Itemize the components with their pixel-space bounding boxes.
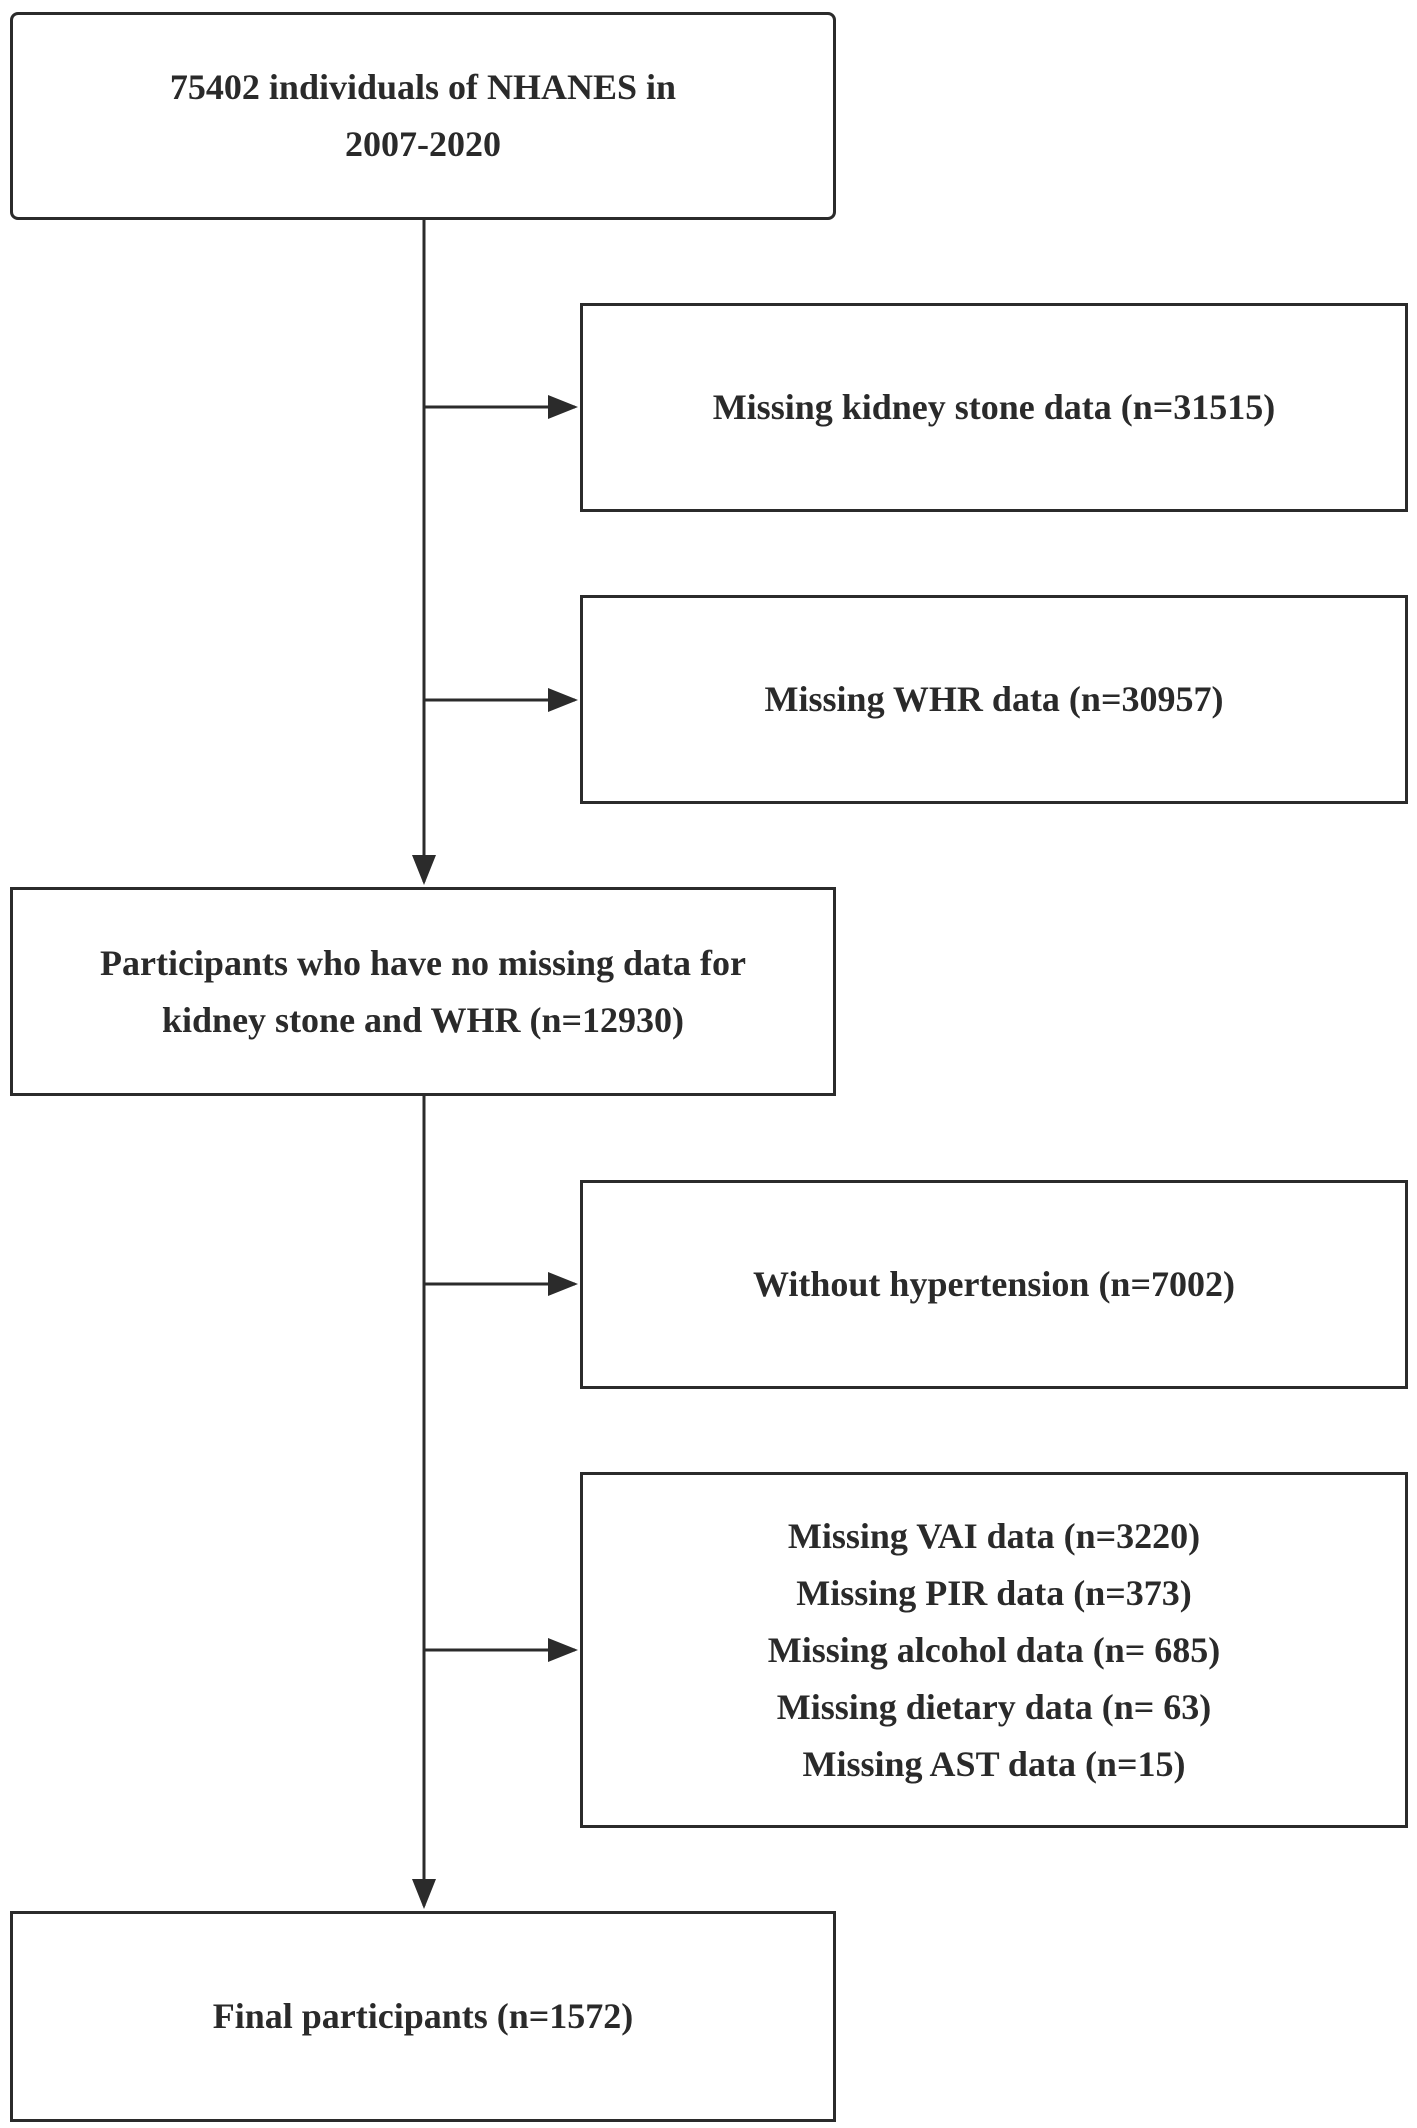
exclusion-ast-text: Missing AST data (n=15) [802, 1743, 1186, 1784]
start-population-box: 75402 individuals of NHANES in 2007-2020 [10, 12, 836, 220]
start-population-line-1: 75402 individuals of NHANES in [169, 67, 677, 107]
exclusion-hypertension-box: Without hypertension (n=7002) [580, 1180, 1408, 1389]
exclusion-kidney-stone-box: Missing kidney stone data (n=31515) [580, 303, 1408, 512]
exclusion-hypertension-text: Without hypertension (n=7002) [753, 1264, 1235, 1304]
intermediate-participants-box: Participants who have no missing data fo… [10, 887, 836, 1096]
exclusion-vai-text: Missing VAI data (n=3220) [787, 1515, 1201, 1556]
exclusion-alcohol-text: Missing alcohol data (n= 685) [767, 1629, 1221, 1670]
exclusion-whr-box: Missing WHR data (n=30957) [580, 595, 1408, 804]
final-participants-text: Final participants (n=1572) [212, 1996, 634, 2036]
final-participants-box: Final participants (n=1572) [10, 1911, 836, 2122]
exclusion-dietary-text: Missing dietary data (n= 63) [776, 1686, 1212, 1727]
exclusion-covariates-box: Missing VAI data (n=3220) Missing PIR da… [580, 1472, 1408, 1828]
exclusion-kidney-stone-text: Missing kidney stone data (n=31515) [712, 387, 1276, 427]
exclusion-pir-text: Missing PIR data (n=373) [796, 1572, 1192, 1613]
start-population-line-2: 2007-2020 [345, 124, 501, 164]
intermediate-participants-line-1: Participants who have no missing data fo… [99, 942, 747, 983]
exclusion-whr-text: Missing WHR data (n=30957) [764, 679, 1224, 719]
intermediate-participants-line-2: kidney stone and WHR (n=12930) [162, 999, 684, 1040]
